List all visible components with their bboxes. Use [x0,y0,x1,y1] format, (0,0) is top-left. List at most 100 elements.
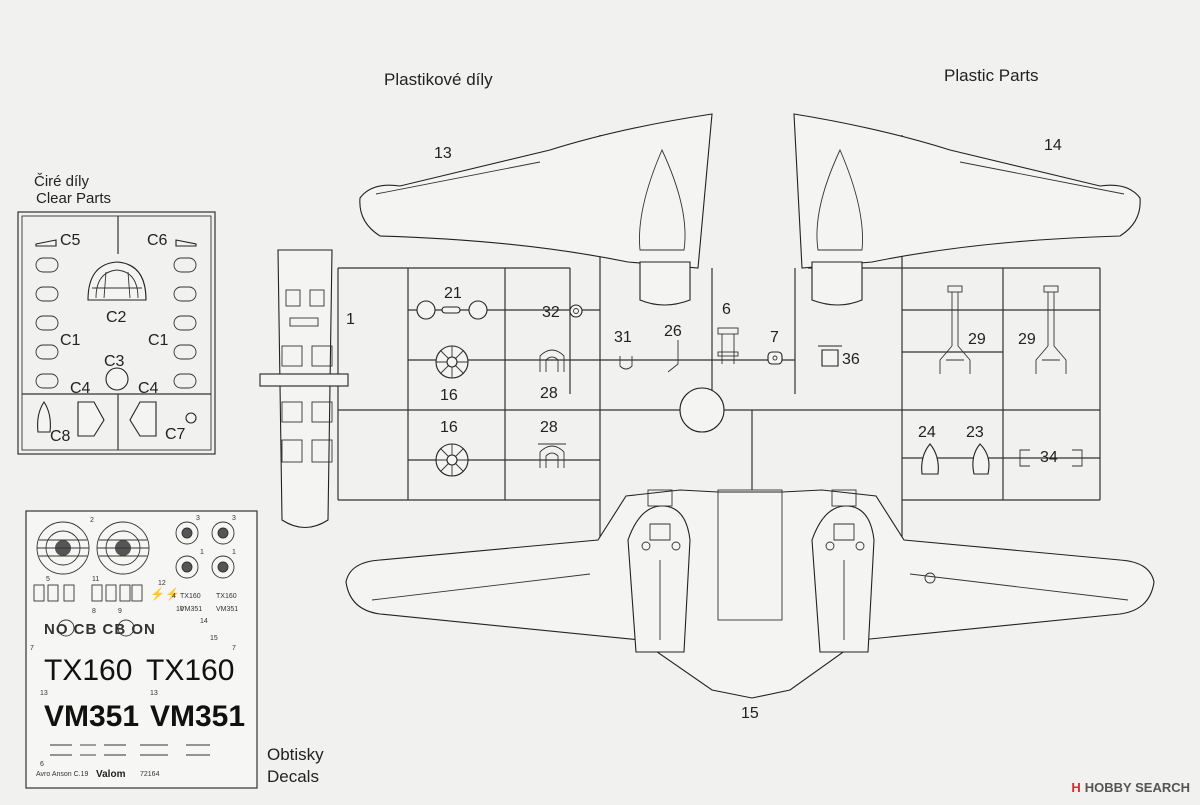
part-36 [818,345,842,367]
label-16-b: 16 [440,419,458,436]
decal-registration-tx160-b: TX160 [146,654,234,687]
sprue-gate-hub [679,387,725,433]
decal-small-reg-1b: TX160 [216,593,237,600]
label-28-a: 28 [540,385,558,402]
svg-text:⚡⚡: ⚡⚡ [150,587,180,601]
plastic-parts-heading-cz: Plastikové díly [384,70,493,89]
clear-part-c2-canopy [87,261,147,301]
label-c7: C7 [165,426,186,443]
label-26: 26 [664,323,682,340]
decal-index-7b: 7 [232,645,236,652]
decal-index-11: 11 [92,576,99,583]
clear-parts-heading-en: Clear Parts [36,190,112,207]
decal-registration-vm351-b: VM351 [150,700,245,733]
clear-part-c3 [105,367,129,391]
label-c1-left: C1 [60,332,81,349]
decal-roundel-large-2 [96,521,150,575]
decal-registration-vm351-a: VM351 [44,700,139,733]
label-34: 34 [1040,449,1058,466]
decal-index-3: 3 [196,515,200,522]
decal-footer-code: 72164 [140,771,160,778]
watermark-text: HOBBY SEARCH [1084,780,1190,795]
clear-parts-fret: C5 C6 C2 C1 C1 C3 C4 C4 C8 C7 [17,211,216,455]
label-7: 7 [770,329,779,346]
decal-index-12: 12 [158,580,166,587]
label-c3: C3 [104,353,125,370]
part-16-engine-a [435,345,469,379]
label-c8: C8 [50,428,71,445]
decal-index-9: 9 [118,608,122,615]
decal-index-8: 8 [92,608,96,615]
decal-roundel-large-1 [36,521,90,575]
label-c5: C5 [60,232,81,249]
decal-small-reg-2: VM351 [180,606,202,613]
part-29-b [1035,285,1067,374]
part-32 [569,304,583,318]
label-28-b: 28 [540,419,558,436]
label-6: 6 [722,301,731,318]
part-24 [921,443,939,475]
label-c4-left: C4 [70,380,91,397]
clear-parts-heading-cz: Čiré díly [34,173,90,190]
part-14-tailplane-right [793,113,1141,306]
clear-part-c6 [175,239,197,247]
part-15-main-wing [345,489,1155,699]
label-31: 31 [614,329,632,346]
label-16-a: 16 [440,387,458,404]
part-28-a [539,349,565,372]
decal-small-reg-2b: VM351 [216,606,238,613]
decal-index-10: 10 [176,606,184,613]
decal-index-13: 13 [40,690,48,697]
label-23: 23 [966,424,984,441]
part-26 [667,340,679,373]
part-31 [619,356,633,370]
label-21: 21 [444,285,462,302]
label-36: 36 [842,351,860,368]
clear-part-c5 [35,239,57,247]
plastic-parts-heading-en: Plastic Parts [944,66,1039,85]
clear-part-c4-right [129,401,157,437]
decal-small-reg-1: TX160 [180,593,201,600]
decal-sheet: ⚡⚡ TX160 TX160 VM351 VM351 NO CB CB ON T… [25,510,258,789]
decal-index-2: 2 [90,517,94,524]
label-24: 24 [918,424,936,441]
label-29-b: 29 [1018,331,1036,348]
decal-index-5: 5 [46,576,50,583]
decal-index-6: 6 [40,761,44,768]
part-7 [767,351,783,365]
label-14: 14 [1044,137,1062,154]
clear-part-c8 [37,401,51,433]
clear-part-c7 [185,412,197,424]
label-13: 13 [434,145,452,162]
label-29-a: 29 [968,331,986,348]
label-c6: C6 [147,232,168,249]
label-1: 1 [346,311,355,328]
decal-index-13b: 13 [150,690,158,697]
part-1-cabin-floor [259,249,349,529]
label-c4-right: C4 [138,380,159,397]
part-23 [972,443,990,475]
part-28-b [538,443,566,468]
part-29-a [939,285,971,374]
decal-roundels-small [175,521,235,579]
decal-index-14: 14 [200,618,208,625]
label-c2: C2 [106,309,127,326]
decal-index-3b: 3 [232,515,236,522]
part-34 [1019,449,1083,467]
decal-index-1: 1 [200,549,204,556]
label-c1-right: C1 [148,332,169,349]
decal-registration-tx160-a: TX160 [44,654,132,687]
decal-footer-brand: Valom [96,769,126,780]
decals-heading-en: Decals [267,767,319,786]
decal-index-7: 7 [30,645,34,652]
decal-index-1b: 1 [232,549,236,556]
part-21-wheels [416,300,488,320]
part-16-engine-b [435,443,469,477]
label-15: 15 [741,705,759,722]
decal-index-4: 4 [172,593,176,600]
clear-part-c4-left [77,401,105,437]
part-13-tailplane-left [359,113,713,306]
decal-footer-model: Avro Anson C.19 [36,771,89,778]
